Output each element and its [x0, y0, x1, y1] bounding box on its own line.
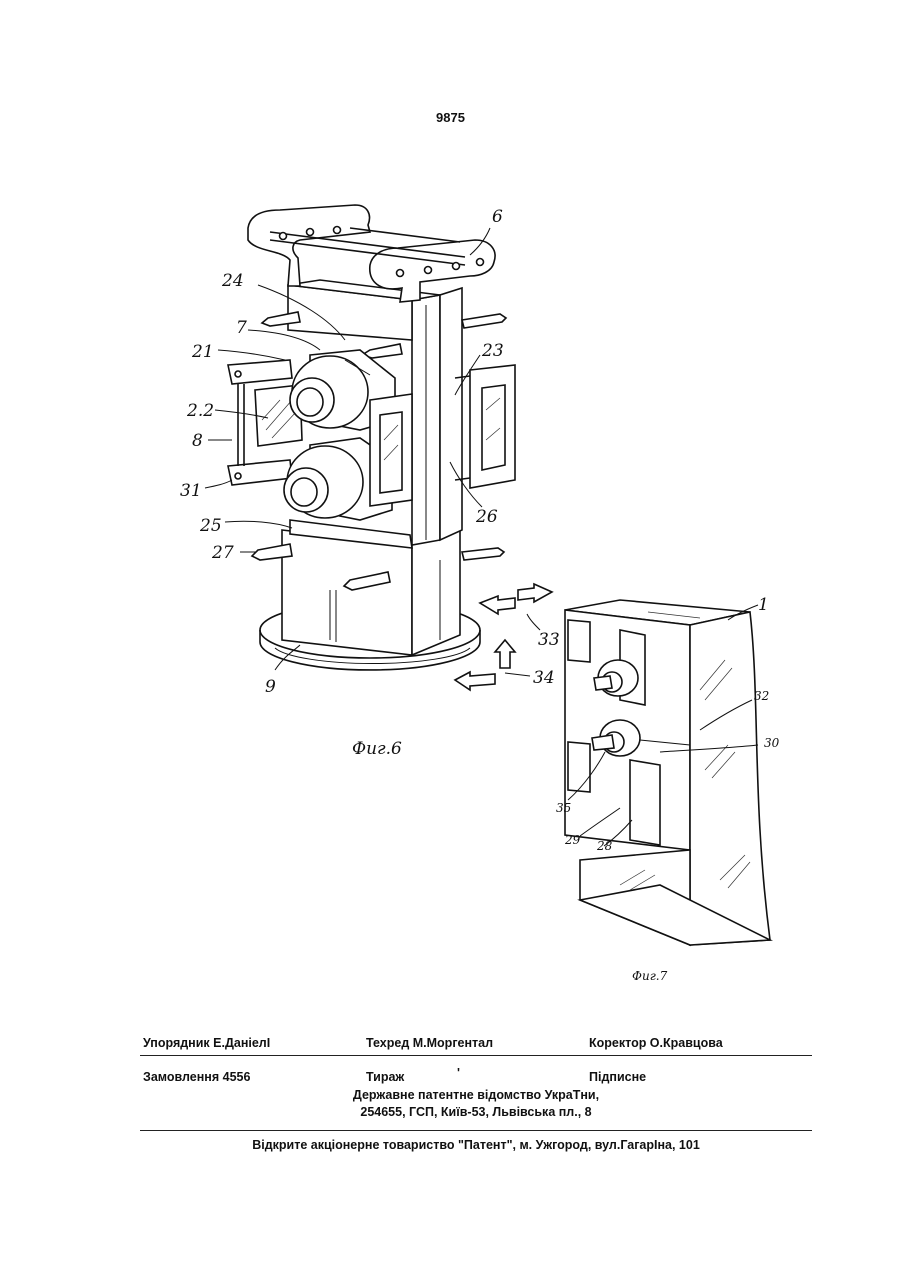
- figure-7-station: [565, 600, 770, 945]
- label-9: 9: [265, 677, 276, 697]
- label-26: 26: [475, 507, 498, 527]
- figure-6-caption: Фиг.6: [352, 739, 402, 759]
- compiler-name: Упорядник Е.ДаніелІ: [143, 1036, 270, 1050]
- label-30: 30: [764, 736, 780, 750]
- station-body: [690, 612, 770, 945]
- label-32: 32: [754, 689, 769, 703]
- footer-rule-top: [140, 1055, 812, 1056]
- label-35: 35: [556, 801, 571, 815]
- label-24: 24: [221, 271, 244, 291]
- patent-drawing: 6 24 7 21 23 2.2 8 31 26 25 27 9 33 34 Ф…: [0, 0, 901, 1000]
- label-21: 21: [191, 342, 214, 362]
- publisher-line: Відкрите акціонерне товариство "Патент",…: [140, 1138, 812, 1152]
- patent-office-line1: Державне патентне відомство УкраТни,: [140, 1088, 812, 1102]
- label-25: 25: [199, 516, 222, 536]
- lower-housing: [282, 530, 412, 655]
- label-6: 6: [492, 207, 503, 227]
- circulation-mark: ': [457, 1066, 460, 1080]
- label-22: 2.2: [186, 401, 214, 421]
- figure-7-caption: Фиг.7: [632, 969, 668, 983]
- subscription-label: Підписне: [589, 1070, 646, 1084]
- window-plate-right: [470, 365, 515, 488]
- label-23: 23: [481, 341, 504, 361]
- label-33: 33: [538, 630, 560, 650]
- label-8: 8: [192, 431, 203, 451]
- label-7: 7: [236, 318, 247, 338]
- order-number: Замовлення 4556: [143, 1070, 250, 1084]
- footer-rule-bottom: [140, 1130, 812, 1131]
- label-1: 1: [758, 595, 769, 615]
- patent-office-line2: 254655, ГСП, Київ-53, Львівська пл., 8: [140, 1105, 812, 1119]
- label-28: 28: [596, 839, 613, 853]
- label-27: 27: [211, 543, 234, 563]
- corrector-name: Коректор О.Кравцова: [589, 1036, 723, 1050]
- label-34: 34: [533, 668, 555, 688]
- window-plate-front: [370, 394, 412, 506]
- circulation-label: Тираж: [366, 1070, 404, 1084]
- label-31: 31: [180, 481, 202, 501]
- techeditor-name: Техред М.Моргентал: [366, 1036, 493, 1050]
- figure-6-machine: [228, 205, 515, 670]
- label-29: 29: [564, 833, 581, 847]
